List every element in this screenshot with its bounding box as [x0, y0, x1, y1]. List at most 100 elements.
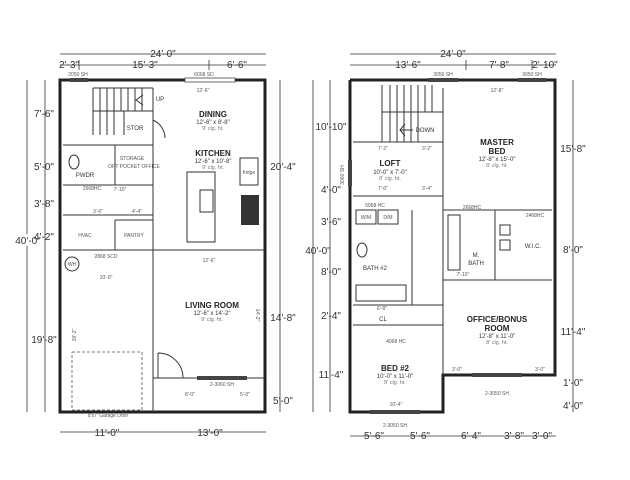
office-label: OPT POCKET OFFICE	[108, 164, 160, 170]
door-label: 4068 HC	[386, 339, 406, 345]
overall-depth-dim: 40'-0"	[15, 236, 41, 247]
window	[197, 376, 247, 380]
front-door[interactable]	[157, 352, 184, 379]
bottom-dim: 5'-6"	[410, 431, 430, 442]
sink-icon	[499, 239, 511, 251]
kitchen-ceiling: 9' clg. ht.	[202, 165, 224, 171]
up-label: UP	[156, 97, 164, 103]
wic-label: W.I.C.	[525, 244, 542, 250]
top-dim: 7'-8"	[489, 60, 509, 71]
bottom-dim: 3'-0"	[532, 431, 552, 442]
sink-icon	[499, 224, 511, 236]
door-label: 2668HC	[83, 186, 102, 192]
left-dim: 4'-0"	[321, 185, 341, 196]
loft-name: LOFT	[380, 159, 401, 168]
inner-dim: 6'-8"	[377, 306, 387, 312]
master-bed-name: MASTER	[480, 138, 514, 147]
wh-label: WH	[68, 262, 77, 268]
bed2-size: 10'-0" x 11'-0"	[377, 374, 413, 380]
office-ceiling: 8' clg. ht.	[486, 340, 508, 346]
hvac-label: HVAC	[78, 233, 92, 239]
door-label: 6068 SD	[194, 72, 214, 78]
top-dim: 2'-10"	[532, 60, 558, 71]
inner-dim: 4'-4"	[132, 209, 142, 215]
inner-dim: 14'-2"	[254, 309, 260, 322]
left-dim: 8'-0"	[321, 267, 341, 278]
right-dim: 11'-4"	[561, 327, 586, 338]
window-label: 2-3050 SH	[383, 423, 407, 429]
refrigerator	[239, 157, 259, 186]
washer	[355, 209, 377, 225]
window-label: 2-3060 SH	[210, 382, 234, 388]
kitchen-name: KITCHEN	[195, 149, 231, 158]
right-dim: 14'-8"	[270, 313, 296, 324]
down-label: DOWN	[416, 128, 435, 134]
inner-dim: 7'-10"	[114, 187, 127, 193]
right-dim: 8'-0"	[563, 245, 583, 256]
living-ceiling: 9' clg. ht.	[201, 317, 223, 323]
left-dim: 2'-4"	[321, 311, 341, 322]
range-icon	[241, 195, 259, 225]
window	[472, 373, 522, 377]
window	[348, 160, 352, 186]
door-label: 2668HC	[463, 205, 482, 211]
left-dim: 3'-6"	[321, 217, 341, 228]
top-dim: 2'-3"	[59, 60, 79, 71]
bed2-ceiling: 8' clg. ht.	[384, 380, 406, 386]
inner-dim: 7'-10"	[457, 272, 470, 278]
window-label: 2-3050 SH	[485, 391, 509, 397]
office-name: OFFICE/BONUS	[467, 315, 528, 324]
toilet-icon	[68, 154, 80, 170]
bottom-dim: 3'-8"	[504, 431, 524, 442]
window-label: 3050 SH	[433, 72, 453, 78]
inner-dim: 3'-0"	[452, 367, 462, 373]
window-label: 3060 SH	[340, 165, 346, 185]
sink-icon	[199, 189, 214, 213]
left-dim: 7'-6"	[34, 109, 54, 120]
dining-room-name: DINING	[199, 110, 227, 119]
living-room-size: 12'-6" x 14'-2"	[194, 311, 231, 317]
stor-door[interactable]	[152, 119, 166, 139]
top-dim: 13'-6"	[395, 60, 421, 71]
inner-dim: 5'-0"	[240, 392, 250, 398]
door-label: 2468HC	[526, 213, 545, 219]
inner-dim: 8'-0"	[185, 392, 195, 398]
stor-label: STOR	[127, 126, 144, 132]
top-dim: 6'-6"	[227, 60, 247, 71]
closet-label: CL	[379, 317, 387, 323]
left-dim: 3'-8"	[34, 199, 54, 210]
inner-dim: 7'-2"	[378, 146, 388, 152]
dining-ceiling: 9' clg. ht.	[202, 126, 224, 132]
kitchen-size: 12'-6" x 10'-8"	[195, 159, 232, 165]
inner-dim: 12'-6"	[197, 88, 210, 94]
garage-door[interactable]	[71, 351, 143, 411]
second-floor-plan: 24'-0" 13'-6" 7'-8" 2'-10" 40'-0" 10'-10…	[305, 49, 586, 442]
kitchen-island	[186, 171, 216, 243]
stairs	[381, 85, 443, 142]
right-dim: 4'-0"	[563, 401, 583, 412]
inner-dim: 12'-6"	[203, 258, 216, 264]
left-dim: 5'-0"	[34, 162, 54, 173]
fridge-label: fridge	[243, 170, 256, 176]
garage-door-label: 8'x7' Garage Door	[88, 413, 129, 419]
inner-dim: 3'-6"	[93, 209, 103, 215]
dryer-label: D/M	[383, 215, 392, 221]
sliding-door[interactable]	[184, 77, 236, 83]
door-label: 5068 HC	[365, 203, 385, 209]
door-label: 2868 SCD	[94, 254, 117, 260]
overall-width-dim: 24'-0"	[150, 49, 176, 60]
inner-dim: 19'-2"	[72, 328, 78, 341]
living-room-name: LIVING ROOM	[185, 301, 239, 310]
window	[370, 410, 420, 414]
office-name: ROOM	[485, 324, 510, 333]
master-bed-name: BED	[489, 147, 506, 156]
window	[518, 78, 546, 82]
window	[428, 78, 458, 82]
stairs	[92, 87, 153, 135]
inner-dim: 3'-0"	[535, 367, 545, 373]
right-dim: 15'-8"	[560, 144, 586, 155]
bed2-name: BED #2	[381, 364, 410, 373]
right-dim: 1'-0"	[563, 378, 583, 389]
storage-label: STORAGE	[120, 156, 145, 162]
